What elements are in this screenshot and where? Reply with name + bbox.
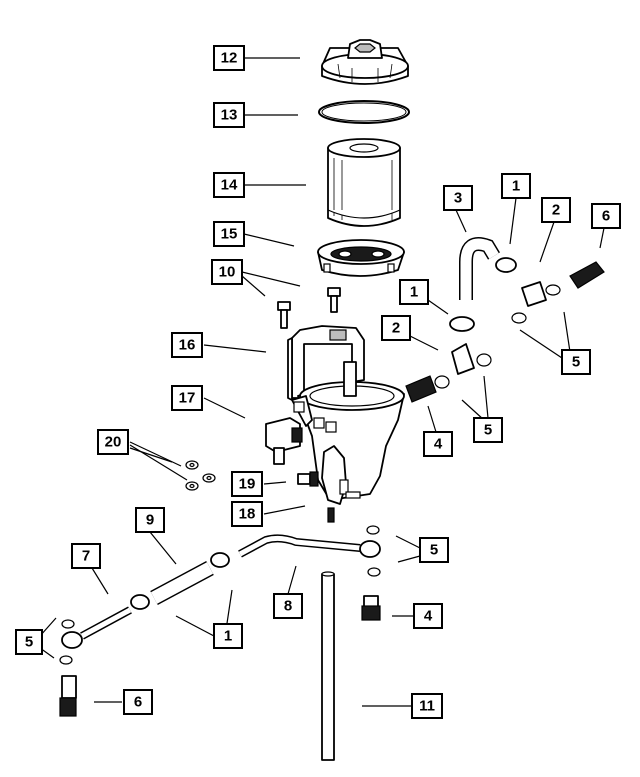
- svg-text:18: 18: [239, 506, 256, 523]
- part-10-bolts: [277, 287, 341, 329]
- callout-20: 20: [97, 429, 129, 455]
- svg-text:1: 1: [512, 178, 520, 195]
- callout-4-middle: 4: [423, 431, 453, 457]
- svg-text:16: 16: [179, 337, 196, 354]
- part-14-filter-element: [327, 138, 401, 227]
- callout-10: 10: [211, 259, 243, 285]
- svg-text:4: 4: [424, 608, 433, 625]
- callout-16: 16: [171, 332, 203, 358]
- part-7-fuel-line: [59, 606, 132, 665]
- callout-1-middle: 1: [399, 279, 429, 305]
- callout-12: 12: [213, 45, 245, 71]
- callout-14: 14: [213, 172, 245, 198]
- callout-2-middle: 2: [381, 315, 411, 341]
- svg-text:19: 19: [239, 476, 256, 493]
- svg-text:3: 3: [454, 190, 462, 207]
- part-20-washers: [185, 460, 216, 491]
- svg-text:17: 17: [179, 390, 196, 407]
- svg-text:5: 5: [25, 634, 33, 651]
- callout-5-right: 5: [561, 349, 591, 375]
- svg-text:9: 9: [146, 512, 154, 529]
- svg-text:4: 4: [434, 436, 443, 453]
- callout-8: 8: [273, 593, 303, 619]
- svg-text:1: 1: [410, 284, 418, 301]
- part-1-clamps: [130, 257, 517, 610]
- svg-text:10: 10: [219, 264, 236, 281]
- part-17-sensor: [265, 417, 303, 465]
- callout-17: 17: [171, 385, 203, 411]
- leader-lines: [39, 57, 605, 707]
- svg-text:1: 1: [224, 628, 232, 645]
- callout-5-left: 5: [15, 629, 43, 655]
- part-13-o-ring: [318, 100, 410, 124]
- callout-19: 19: [231, 471, 263, 497]
- callout-18: 18: [231, 501, 263, 527]
- svg-text:5: 5: [430, 542, 438, 559]
- svg-text:12: 12: [221, 50, 238, 67]
- part-12-filter-cap: [321, 39, 409, 85]
- callout-1-bottom: 1: [213, 623, 243, 649]
- svg-text:2: 2: [552, 202, 560, 219]
- part-11-tube: [321, 571, 335, 761]
- svg-text:8: 8: [284, 598, 292, 615]
- callout-9: 9: [135, 507, 165, 533]
- part-19-fitting: [297, 471, 319, 487]
- part-15-housing-ring: [317, 239, 405, 277]
- svg-text:13: 13: [221, 107, 238, 124]
- part-16-main-housing: [287, 325, 405, 523]
- svg-text:5: 5: [572, 354, 580, 371]
- callout-5-middle: 5: [419, 537, 449, 563]
- callout-3: 3: [443, 185, 473, 211]
- svg-text:6: 6: [602, 208, 610, 225]
- part-8-fuel-line: [238, 525, 381, 577]
- svg-text:5: 5: [484, 422, 492, 439]
- callout-13: 13: [213, 102, 245, 128]
- callout-4-bottom: 4: [413, 603, 443, 629]
- svg-text:7: 7: [82, 548, 90, 565]
- part-9-hose: [150, 560, 214, 606]
- svg-text:15: 15: [221, 226, 238, 243]
- callout-5-center: 5: [473, 417, 503, 443]
- callout-2-top: 2: [541, 197, 571, 223]
- svg-text:14: 14: [221, 177, 238, 194]
- callout-1-top: 1: [501, 173, 531, 199]
- svg-text:2: 2: [392, 320, 400, 337]
- callout-6-bottom: 6: [123, 689, 153, 715]
- callout-11: 11: [411, 693, 443, 719]
- callout-6-top: 6: [591, 203, 621, 229]
- part-6-fittings: [59, 261, 605, 717]
- callout-7: 7: [71, 543, 101, 569]
- svg-text:11: 11: [419, 698, 435, 715]
- part-3-hose: [459, 237, 501, 300]
- callout-15: 15: [213, 221, 245, 247]
- svg-text:6: 6: [134, 694, 142, 711]
- svg-text:20: 20: [105, 434, 122, 451]
- part-4-fittings: [361, 375, 437, 621]
- part-2-banjo-fittings: [434, 281, 561, 389]
